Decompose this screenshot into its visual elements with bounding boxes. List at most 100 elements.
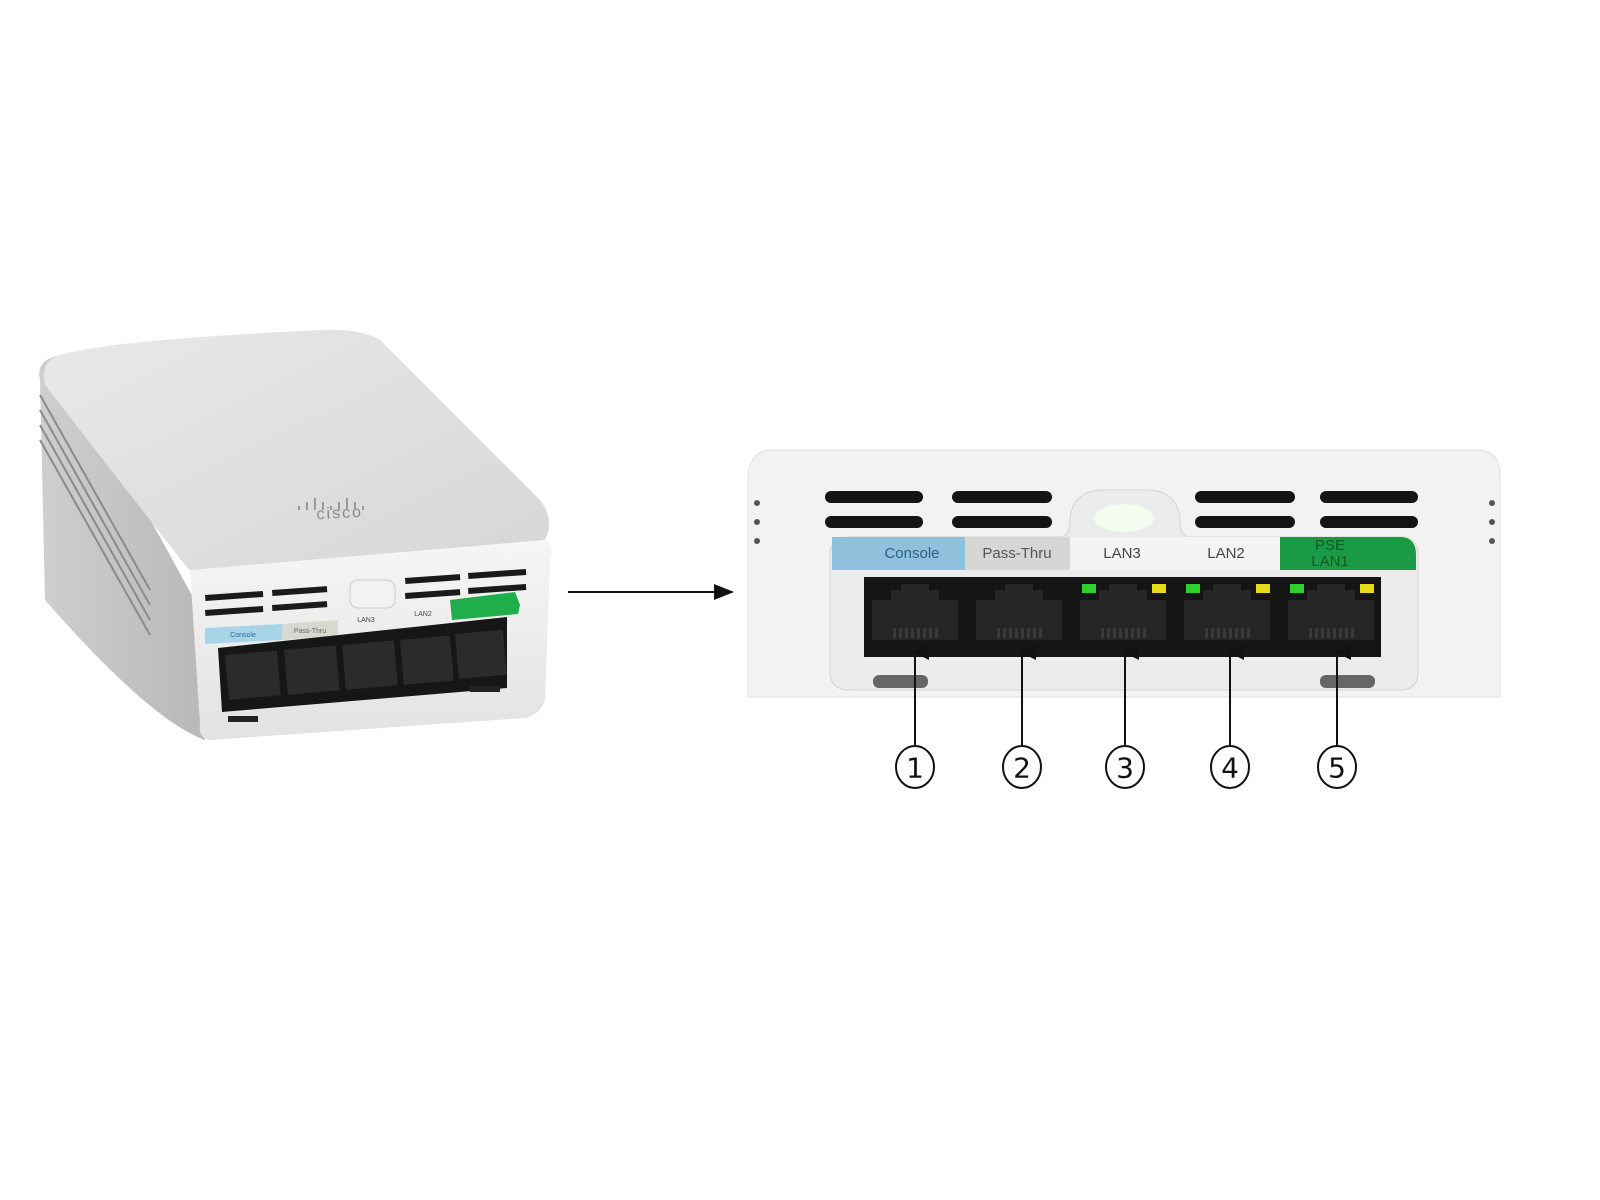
socket-pin [923, 628, 926, 638]
socket-pin [1125, 628, 1128, 638]
ethernet-port-1[interactable] [872, 584, 958, 640]
socket-pin [1339, 628, 1342, 638]
socket-pin [1321, 628, 1324, 638]
socket-pin [1015, 628, 1018, 638]
ethernet-port-5[interactable] [1288, 584, 1374, 640]
foot-left [873, 675, 928, 688]
socket-pin [905, 628, 908, 638]
callout-4: 4 [1210, 644, 1250, 789]
device-top-face [44, 329, 549, 576]
label-pse-lan1 [1280, 537, 1416, 570]
callout-number: 2 [1013, 752, 1031, 785]
label-console [832, 537, 965, 570]
label-pass-thru-text: Pass-Thru [982, 545, 1051, 562]
socket-pin [935, 628, 938, 638]
label-lan2-text: LAN2 [414, 611, 432, 618]
socket-pin [1217, 628, 1220, 638]
label-lan2-text: LAN2 [1207, 545, 1245, 562]
callout-circle [1317, 745, 1357, 789]
socket-pin [1137, 628, 1140, 638]
socket-pin [1107, 628, 1110, 638]
label-console-text: Console [884, 545, 939, 562]
socket-pin [917, 628, 920, 638]
callout-number: 4 [1221, 752, 1239, 785]
label-pse-lan1 [450, 592, 520, 620]
port-5-link-led [1290, 584, 1304, 593]
label-pass-thru [282, 620, 338, 640]
callout-2: 2 [1002, 644, 1042, 789]
label-lan2 [1175, 537, 1280, 570]
socket-pin [1021, 628, 1024, 638]
socket-pin [1241, 628, 1244, 638]
device-side-face [39, 355, 205, 740]
rj45-socket [976, 584, 1062, 640]
socket-pin [929, 628, 932, 638]
socket-pin [1143, 628, 1146, 638]
socket-pin [893, 628, 896, 638]
port-3-activity-led [1152, 584, 1166, 593]
label-lan3 [1070, 537, 1175, 570]
rj45-socket [1288, 584, 1374, 640]
callout-3: 3 [1105, 644, 1145, 789]
access-point-front-view: Console Pass-Thru LAN3 LAN2 PSE LAN1 [747, 449, 1501, 698]
socket-pin [1351, 628, 1354, 638]
label-pse-text: PSE [1315, 537, 1345, 554]
socket-pin [1101, 628, 1104, 638]
label-console-text: Console [230, 632, 256, 639]
port-3-link-led [1082, 584, 1096, 593]
callout-5: 5 [1317, 644, 1357, 789]
label-pass-thru-text: Pass-Thru [294, 628, 326, 635]
callout-circle [1210, 745, 1250, 789]
socket-pin [1345, 628, 1348, 638]
led-window [349, 579, 396, 609]
socket-pin [1131, 628, 1134, 638]
ethernet-port-3[interactable] [1080, 584, 1166, 640]
ethernet-port-2[interactable] [976, 584, 1062, 640]
callout-number: 5 [1328, 752, 1346, 785]
port-4-link-led [1186, 584, 1200, 593]
socket-pin [899, 628, 902, 638]
rj45-socket [1184, 584, 1270, 640]
callout-number: 1 [906, 752, 924, 785]
callouts: 1 2 3 4 5 [895, 644, 1357, 789]
socket-pin [997, 628, 1000, 638]
rj45-socket [872, 584, 958, 640]
callout-circle [895, 745, 935, 789]
socket-pin [1009, 628, 1012, 638]
label-lan3-text: LAN3 [1103, 545, 1141, 562]
rj45-socket [1080, 584, 1166, 640]
foot-right [1320, 675, 1375, 688]
port-openings [225, 629, 507, 700]
label-lan3-text: LAN3 [357, 617, 375, 624]
side-dots [754, 500, 1495, 544]
socket-pin [1039, 628, 1042, 638]
socket-pin [1229, 628, 1232, 638]
label-lan1-text: LAN1 [1311, 553, 1349, 570]
socket-pin [1119, 628, 1122, 638]
socket-pin [1211, 628, 1214, 638]
socket-pin [1327, 628, 1330, 638]
socket-pin [1033, 628, 1036, 638]
side-vents [39, 394, 151, 636]
ethernet-port-4[interactable] [1184, 584, 1270, 640]
socket-pin [1003, 628, 1006, 638]
socket-pin [1315, 628, 1318, 638]
socket-pin [1235, 628, 1238, 638]
socket-pin [1247, 628, 1250, 638]
foot-right [470, 686, 500, 692]
socket-pin [1309, 628, 1312, 638]
access-point-perspective-view: cisco Console Pass-Thru LAN3 LAN2 PSE LA… [39, 329, 552, 740]
socket-pin [1223, 628, 1226, 638]
callout-number: 3 [1116, 752, 1134, 785]
front-vents [825, 491, 1418, 528]
callout-1: 1 [895, 644, 935, 789]
status-led [1094, 504, 1154, 532]
callout-circle [1105, 745, 1145, 789]
label-console [205, 624, 282, 644]
label-pass-thru [965, 537, 1070, 570]
cisco-logo: cisco [316, 504, 363, 523]
front-vents [205, 568, 527, 616]
port-4-activity-led [1256, 584, 1270, 593]
socket-pin [1027, 628, 1030, 638]
socket-pin [911, 628, 914, 638]
